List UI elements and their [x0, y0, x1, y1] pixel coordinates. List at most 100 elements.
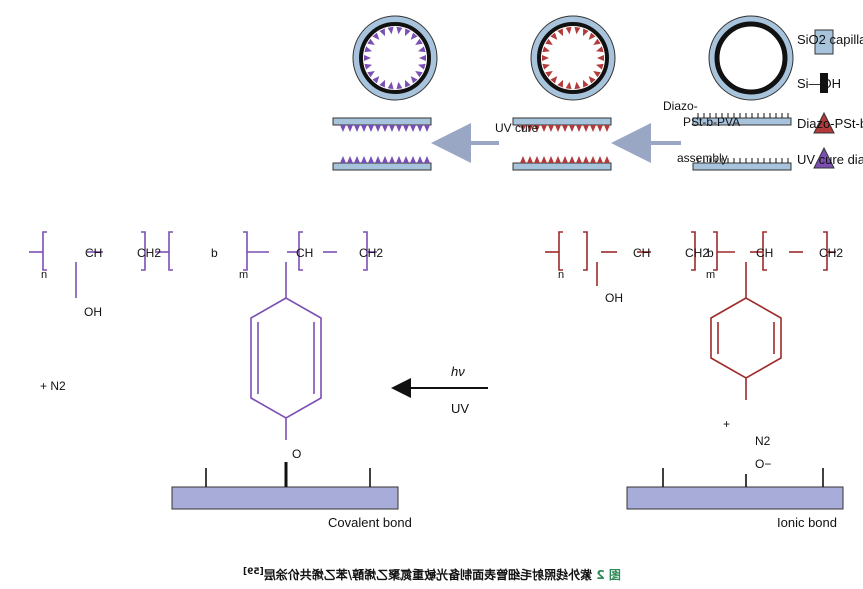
- polymer-mark: [550, 76, 558, 84]
- polymer-mark: [403, 156, 409, 163]
- polymer-mark: [389, 156, 395, 163]
- ionic-ch-2: CH: [633, 246, 650, 260]
- polymer-mark: [364, 55, 371, 61]
- polymer-mark: [424, 156, 430, 163]
- polymer-mark: [368, 156, 374, 163]
- polymer-mark: [396, 81, 403, 90]
- ionic-n: n: [558, 269, 564, 281]
- polymer-mark: [555, 156, 561, 163]
- covalent-bond-label: Covalent bond: [328, 515, 412, 530]
- uv-cure-label: UV cure: [495, 121, 539, 135]
- assembly-label-1: Diazo-: [663, 99, 698, 113]
- covalent-substrate: Covalent bond: [171, 462, 412, 530]
- polymer-mark: [354, 156, 360, 163]
- strip-red-bottom: [512, 156, 612, 171]
- polymer-mark: [417, 156, 423, 163]
- polymer-mark: [396, 26, 403, 35]
- polymer-mark: [396, 156, 402, 163]
- polymer-mark: [548, 156, 554, 163]
- ionic-ominus: O−: [755, 457, 771, 471]
- strip-red-top: [512, 117, 612, 132]
- polymer-mark: [410, 76, 418, 84]
- polymer-mark: [565, 26, 572, 35]
- assembly-label-3: assembly: [677, 151, 728, 165]
- polymer-mark: [419, 55, 426, 61]
- polymer-mark: [534, 156, 540, 163]
- polymer-mark: [590, 125, 596, 132]
- polymer-mark: [574, 81, 581, 90]
- polymer-mark: [534, 125, 540, 132]
- polymer-mark: [545, 38, 553, 46]
- polymer-mark: [541, 125, 547, 132]
- caption-reference: [59]: [242, 567, 264, 577]
- covalent-ch-1: CH: [296, 246, 313, 260]
- polymer-mark: [340, 125, 346, 132]
- red-triangle-icon: [813, 111, 835, 134]
- polymer-mark: [364, 46, 372, 53]
- polymer-mark: [364, 63, 372, 70]
- polymer-mark: [361, 125, 367, 132]
- polymer-mark: [562, 125, 568, 132]
- strip-bare-top: [692, 113, 792, 126]
- covalent-structure: [29, 231, 377, 419]
- polymer-mark: [582, 79, 589, 88]
- polymer-mark: [604, 125, 610, 132]
- polymer-mark: [565, 81, 572, 90]
- ionic-structure: [545, 231, 836, 400]
- polymer-mark: [569, 156, 575, 163]
- legend-sio2-label: SiO2 capillary: [797, 32, 863, 47]
- polymer-mark: [418, 63, 426, 70]
- polymer-mark: [372, 76, 380, 84]
- polymer-mark: [569, 125, 575, 132]
- polymer-mark: [583, 125, 589, 132]
- polymer-mark: [367, 70, 375, 78]
- polymer-mark: [368, 125, 374, 132]
- polymer-mark: [542, 63, 550, 70]
- polymer-mark: [557, 28, 564, 37]
- polymer-mark: [557, 79, 564, 88]
- ionic-bond-label: Ionic bond: [777, 515, 837, 530]
- polymer-mark: [404, 28, 411, 37]
- polymer-mark: [593, 70, 601, 78]
- polymer-mark: [582, 28, 589, 37]
- polymer-mark: [354, 125, 360, 132]
- strip-purple-top: [332, 117, 432, 132]
- caption-text: 紫外线照射毛细管表面制备光敏重氮聚乙烯醇/苯乙烯共价涂层: [263, 568, 596, 582]
- legend-diazo-label: Diazo-PSt-b-PVA: [797, 116, 863, 131]
- covalent-b: b: [211, 246, 218, 260]
- polymer-mark: [410, 156, 416, 163]
- ionic-ch2-1: CH2: [819, 246, 843, 260]
- polymer-mark: [347, 156, 353, 163]
- polymer-mark: [375, 125, 381, 132]
- figure-caption: 图 2 紫外线照射毛细管表面制备光敏重氮聚乙烯醇/苯乙烯共价涂层[59]: [0, 566, 863, 583]
- polymer-mark: [382, 156, 388, 163]
- polymer-mark: [347, 125, 353, 132]
- ionic-ch2-2: CH2: [685, 246, 709, 260]
- polymer-mark: [583, 156, 589, 163]
- polymer-mark: [604, 156, 610, 163]
- polymer-mark: [410, 125, 416, 132]
- polymer-mark: [596, 63, 604, 70]
- polymer-mark: [410, 32, 418, 40]
- ionic-plus: +: [723, 417, 730, 431]
- covalent-labels: CH2 CH b CH2 CH m n OH O + N2: [40, 246, 383, 461]
- ionic-m: m: [706, 269, 715, 281]
- polymer-mark: [375, 156, 381, 163]
- covalent-oh: OH: [84, 305, 102, 319]
- capillary-diazo-coated: [530, 15, 616, 101]
- si-oh-icon: [820, 73, 828, 93]
- polymer-mark: [415, 38, 423, 46]
- polymer-mark: [520, 156, 526, 163]
- covalent-m: m: [239, 269, 248, 281]
- strip-purple-bottom: [332, 156, 432, 171]
- polymer-mark: [387, 26, 394, 35]
- polymer-mark: [361, 156, 367, 163]
- ionic-ch-1: CH: [756, 246, 773, 260]
- ionic-substrate: Ionic bond: [626, 468, 844, 530]
- polymer-mark: [417, 125, 423, 132]
- ionic-n2: N2: [755, 434, 771, 448]
- polymer-mark: [550, 32, 558, 40]
- polymer-mark: [590, 156, 596, 163]
